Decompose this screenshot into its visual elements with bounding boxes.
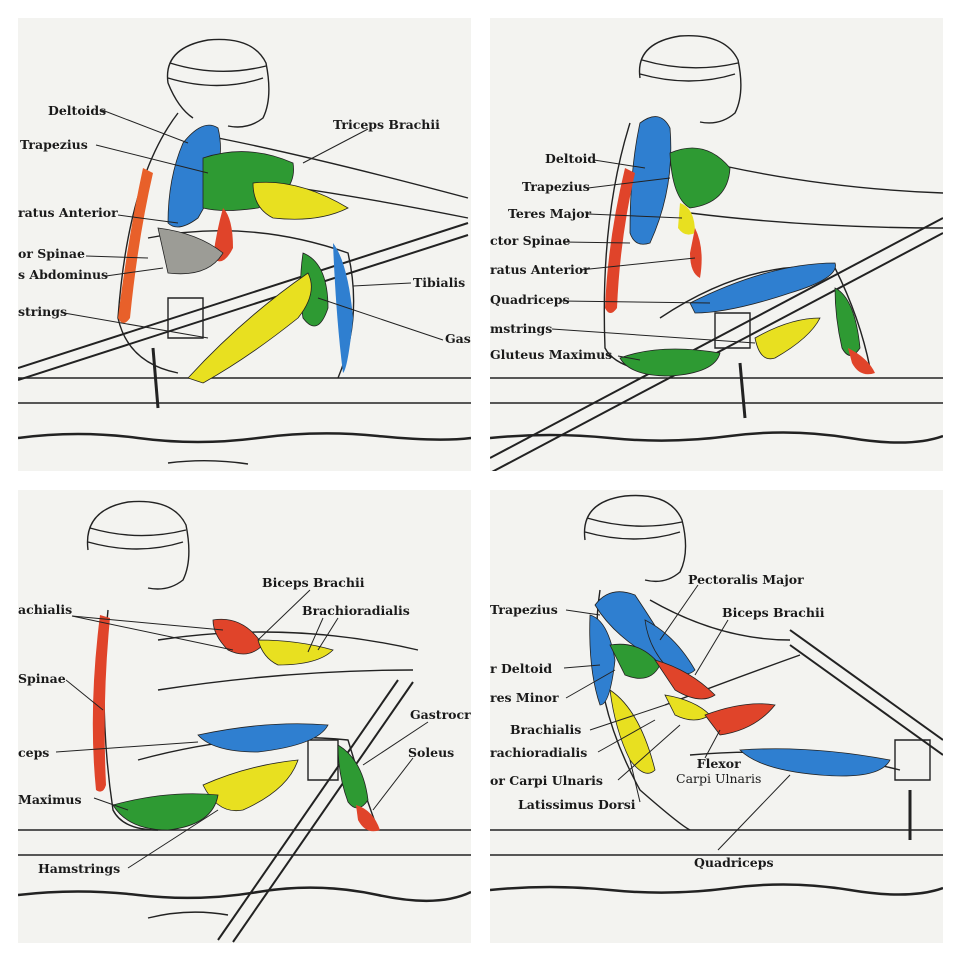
muscle-latissimus [609, 689, 656, 774]
label-biceps-brachii: Biceps Brachii [722, 605, 825, 620]
label-gastrocnemius: Gas [445, 331, 471, 346]
muscle-gluteus [112, 793, 219, 831]
label-hamstrings: mstrings [490, 321, 553, 336]
muscle-gluteus [619, 348, 721, 377]
panel-recovery: achialis Spinae ceps Maximus Hamstrings … [18, 490, 471, 943]
label-erector-spinae: Spinae [18, 671, 66, 686]
muscle-flexor [704, 703, 776, 736]
rower-finish-illustration [490, 494, 943, 896]
muscle-triceps [252, 181, 349, 220]
label-brachialis: Brachialis [510, 722, 582, 737]
muscle-teres-major [678, 203, 695, 235]
muscle-quadriceps [739, 748, 891, 777]
muscle-quadriceps [689, 262, 836, 314]
muscle-soleus [356, 805, 380, 832]
label-brachialis: achialis [18, 602, 73, 617]
label-flexor-carpi-ulnaris: Flexor Carpi Ulnaris [676, 756, 761, 786]
rower-drive-illustration [490, 35, 943, 471]
label-flexor-line1: Flexor [696, 756, 741, 771]
label-gastrocnemius: Gastrocr [410, 707, 471, 722]
rower-catch-illustration [18, 38, 471, 465]
label-trapezius: Trapezius [20, 137, 88, 152]
panel-drive: Deltoid Trapezius Teres Major ctor Spina… [490, 18, 943, 471]
label-teres-major: Teres Major [508, 206, 592, 221]
label-soleus: Soleus [408, 745, 455, 760]
label-tibialis: Tibialis [413, 275, 466, 290]
muscle-hamstrings [754, 317, 821, 360]
label-gluteus-maximus: Maximus [18, 792, 82, 807]
muscle-biceps [654, 659, 716, 700]
muscle-tibialis [333, 243, 353, 373]
muscle-hamstrings [202, 759, 299, 812]
label-pectoralis-major: Pectoralis Major [688, 572, 804, 587]
label-trapezius: Trapezius [490, 602, 558, 617]
muscle-brachialis [212, 618, 264, 655]
label-serratus-anterior: ratus Anterior [18, 205, 118, 220]
muscle-hamstrings [187, 272, 312, 384]
muscle-deltoids [167, 124, 221, 228]
label-hamstrings: strings [18, 304, 68, 319]
muscle-erector-spinae [605, 168, 635, 313]
muscle-deltoid [589, 614, 616, 706]
label-deltoids: Deltoids [48, 103, 107, 118]
label-serratus-anterior: ratus Anterior [490, 262, 590, 277]
rower-recovery-illustration [18, 500, 471, 943]
label-biceps-brachii: Biceps Brachii [262, 575, 365, 590]
muscle-soleus [848, 348, 875, 375]
label-triceps-brachii: Triceps Brachii [333, 117, 440, 132]
label-quadriceps: Quadriceps [694, 855, 774, 870]
label-deltoid: Deltoid [545, 151, 597, 166]
label-flexor-line2: Carpi Ulnaris [676, 771, 762, 786]
panel-finish: Trapezius r Deltoid res Minor Brachialis… [490, 490, 943, 943]
label-gluteus-maximus: Gluteus Maximus [490, 347, 613, 362]
label-deltoid: r Deltoid [490, 661, 553, 676]
muscle-brachioradialis [257, 639, 334, 666]
label-quadriceps: ceps [18, 745, 50, 760]
label-erector-spinae: or Spinae [18, 246, 85, 261]
muscle-serratus [690, 228, 702, 278]
muscle-erector-spinae [118, 168, 153, 323]
muscle-abdominus [157, 227, 224, 275]
label-brachioradialis: Brachioradialis [302, 603, 410, 618]
muscle-gastrocnemius [834, 287, 861, 356]
panel-catch: Deltoids Trapezius ratus Anterior or Spi… [18, 18, 471, 471]
muscle-quadriceps [197, 723, 329, 753]
label-latissimus-dorsi: Latissimus Dorsi [518, 797, 636, 812]
label-teres-minor: res Minor [490, 690, 559, 705]
muscle-serratus [213, 208, 233, 262]
muscle-erector-spinae [92, 615, 110, 792]
label-flexor-carpi-ulnaris-left: or Carpi Ulnaris [490, 773, 603, 788]
label-rectus-abdominus: s Abdominus [18, 267, 109, 282]
muscle-trapezius [669, 147, 731, 209]
label-hamstrings: Hamstrings [38, 861, 121, 876]
label-quadriceps: Quadriceps [490, 292, 570, 307]
label-brachioradialis: rachioradialis [490, 745, 588, 760]
label-erector-spinae: ctor Spinae [490, 233, 571, 248]
label-trapezius: Trapezius [522, 179, 590, 194]
